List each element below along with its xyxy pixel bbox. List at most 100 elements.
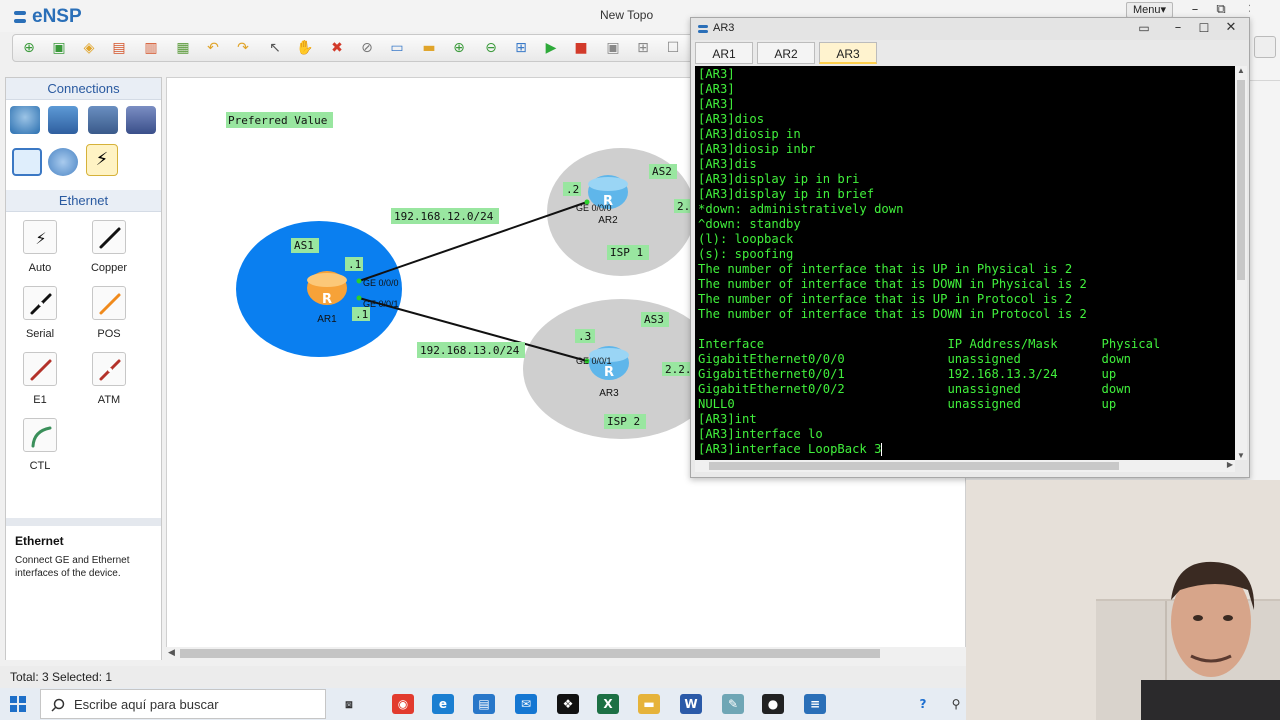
tab-ar3[interactable]: AR3 xyxy=(819,42,877,64)
side-tool-icon[interactable] xyxy=(1254,36,1276,58)
chrome-icon[interactable]: ◉ xyxy=(392,694,414,714)
pos-cable-tile[interactable] xyxy=(92,286,126,320)
wireless-category-icon[interactable] xyxy=(88,106,118,134)
terminal-restore-button[interactable]: ▭ xyxy=(1138,21,1150,35)
print-icon[interactable]: ▦ xyxy=(176,40,190,56)
e1-cable-tile[interactable] xyxy=(23,352,57,386)
new-topology-icon[interactable]: ⊕ xyxy=(23,40,35,56)
console-output[interactable]: [AR3][AR3][AR3][AR3]dios[AR3]diosip in[A… xyxy=(695,66,1235,460)
select-icon[interactable]: ↖ xyxy=(269,40,281,56)
console-vscrollbar[interactable]: ▲ ▼ xyxy=(1235,66,1247,460)
menu-button[interactable]: Menu▾ xyxy=(1126,2,1174,18)
terminal-titlebar[interactable]: AR3 ▭ – ☐ ✕ xyxy=(691,18,1249,40)
zoom-in-icon[interactable]: ⊕ xyxy=(453,40,465,56)
save-as-icon[interactable]: ▥ xyxy=(144,40,158,56)
console-text: [AR3][AR3][AR3][AR3]dios[AR3]diosip in[A… xyxy=(698,67,1160,457)
tab-ar1[interactable]: AR1 xyxy=(695,42,753,64)
console-hscrollbar[interactable]: ▶ xyxy=(695,460,1235,472)
app-name: eNSP xyxy=(32,6,82,27)
console-hscroll-thumb[interactable] xyxy=(709,462,1119,470)
terminal-close-button[interactable]: ✕ xyxy=(1225,20,1237,35)
as2-label[interactable]: AS2 xyxy=(652,165,672,178)
copper-cable-tile[interactable] xyxy=(92,220,126,254)
capture-icon[interactable]: ▣ xyxy=(606,40,620,56)
router-category-icon[interactable] xyxy=(10,106,40,134)
scroll-right-arrow-icon[interactable]: ▶ xyxy=(1226,460,1233,469)
delete-icon[interactable]: ✖ xyxy=(331,40,343,56)
taskbar-search-box[interactable]: Escribe aquí para buscar xyxy=(40,689,326,719)
console-line: ^down: standby xyxy=(698,217,801,231)
terminal-maximize-button[interactable]: ☐ xyxy=(1198,21,1210,35)
link-status-dot xyxy=(584,358,590,364)
rectangle-icon[interactable]: ▬ xyxy=(422,40,436,56)
undo-icon[interactable]: ↶ xyxy=(207,40,219,56)
cli-icon[interactable]: ☐ xyxy=(666,40,680,56)
obs-icon[interactable]: ● xyxy=(762,694,784,714)
isp2-label[interactable]: ISP 2 xyxy=(607,415,640,428)
console-line: NULL0 unassigned up xyxy=(698,397,1117,411)
router-ar2[interactable]: R AR2 xyxy=(588,175,628,226)
canvas-hscrollbar[interactable]: ◀ xyxy=(166,647,966,660)
terminal-minimize-button[interactable]: – xyxy=(1174,20,1182,35)
file-explorer-icon[interactable]: ▬ xyxy=(638,694,660,714)
ar2-ip-label: .2 xyxy=(566,183,579,196)
zoom-out-icon[interactable]: ⊖ xyxy=(485,40,497,56)
as2-area[interactable] xyxy=(547,148,695,276)
excel-icon[interactable]: X xyxy=(597,694,619,714)
restore-button[interactable]: ⧉ xyxy=(1216,2,1226,17)
open-icon[interactable]: ◈ xyxy=(83,40,95,56)
net12-label[interactable]: 192.168.12.0/24 xyxy=(394,210,494,223)
help-icon[interactable]: ? xyxy=(919,697,927,711)
scroll-left-arrow-icon[interactable]: ◀ xyxy=(168,647,175,657)
firewall-category-icon[interactable] xyxy=(126,106,156,134)
as1-label[interactable]: AS1 xyxy=(294,239,314,252)
word-icon[interactable]: W xyxy=(680,694,702,714)
canvas-hscroll-thumb[interactable] xyxy=(180,649,880,658)
topology-icon[interactable]: ⊞ xyxy=(637,40,649,56)
ctl-cable-tile[interactable] xyxy=(23,418,57,452)
pan-hand-icon[interactable]: ✋ xyxy=(296,40,314,56)
auto-cable-tile[interactable]: ⚡ xyxy=(23,220,57,254)
switch-category-icon[interactable] xyxy=(48,106,78,134)
task-view-icon[interactable]: ⧈ xyxy=(345,697,353,711)
scroll-down-arrow-icon[interactable]: ▼ xyxy=(1237,451,1245,460)
mail-icon[interactable]: ✉ xyxy=(515,694,537,714)
minimize-button[interactable]: – xyxy=(1191,2,1199,17)
net13-label[interactable]: 192.168.13.0/24 xyxy=(420,344,520,357)
people-icon[interactable]: ⚲ xyxy=(951,697,961,711)
console-current-line[interactable]: [AR3]interface LoopBack 3 xyxy=(698,442,1160,457)
as3-label[interactable]: AS3 xyxy=(644,313,664,326)
isp1-label[interactable]: ISP 1 xyxy=(610,246,643,259)
router-ar3[interactable]: R AR3 xyxy=(589,346,629,399)
new-file-icon[interactable]: ▣ xyxy=(52,40,66,56)
cloud-category-icon[interactable] xyxy=(48,148,78,176)
router-ar1[interactable]: R AR1 xyxy=(307,271,347,325)
isp2-bg xyxy=(604,414,646,429)
redo-icon[interactable]: ↷ xyxy=(237,40,249,56)
windows-start-icon[interactable] xyxy=(10,696,26,712)
delete-link-icon[interactable]: ⊘ xyxy=(361,40,373,56)
pen-app-icon[interactable]: ✎ xyxy=(722,694,744,714)
ar1-if2-label: GE 0/0/1 xyxy=(363,299,399,309)
store-icon[interactable]: ▤ xyxy=(473,694,495,714)
start-device-icon[interactable]: ▶ xyxy=(545,40,557,56)
text-note-icon[interactable]: ▭ xyxy=(390,40,404,56)
pc-category-icon[interactable] xyxy=(12,148,42,176)
console-vscroll-thumb[interactable] xyxy=(1237,80,1245,280)
connections-category-icon[interactable]: ⚡ xyxy=(86,144,118,176)
ar1-ip1-label: .1 xyxy=(348,258,361,271)
edge-icon[interactable]: e xyxy=(432,694,454,714)
dropbox-icon[interactable]: ❖ xyxy=(557,694,579,714)
link-ar1-ar2[interactable] xyxy=(358,201,588,282)
fit-view-icon[interactable]: ⊞ xyxy=(515,40,527,56)
serial-cable-tile[interactable] xyxy=(23,286,57,320)
atm-cable-tile[interactable] xyxy=(92,352,126,386)
ensp-taskbar-icon[interactable]: ≡ xyxy=(804,694,826,714)
link-ar1-ar3[interactable] xyxy=(358,297,588,362)
tab-ar2[interactable]: AR2 xyxy=(757,42,815,64)
scroll-up-arrow-icon[interactable]: ▲ xyxy=(1237,66,1245,75)
terminal-window[interactable]: AR3 ▭ – ☐ ✕ AR1 AR2 AR3 [AR3][AR3][AR3][… xyxy=(690,17,1250,478)
save-icon[interactable]: ▤ xyxy=(112,40,126,56)
stop-device-icon[interactable]: ■ xyxy=(574,40,588,56)
preferred-value-label[interactable]: Preferred Value xyxy=(228,114,327,127)
